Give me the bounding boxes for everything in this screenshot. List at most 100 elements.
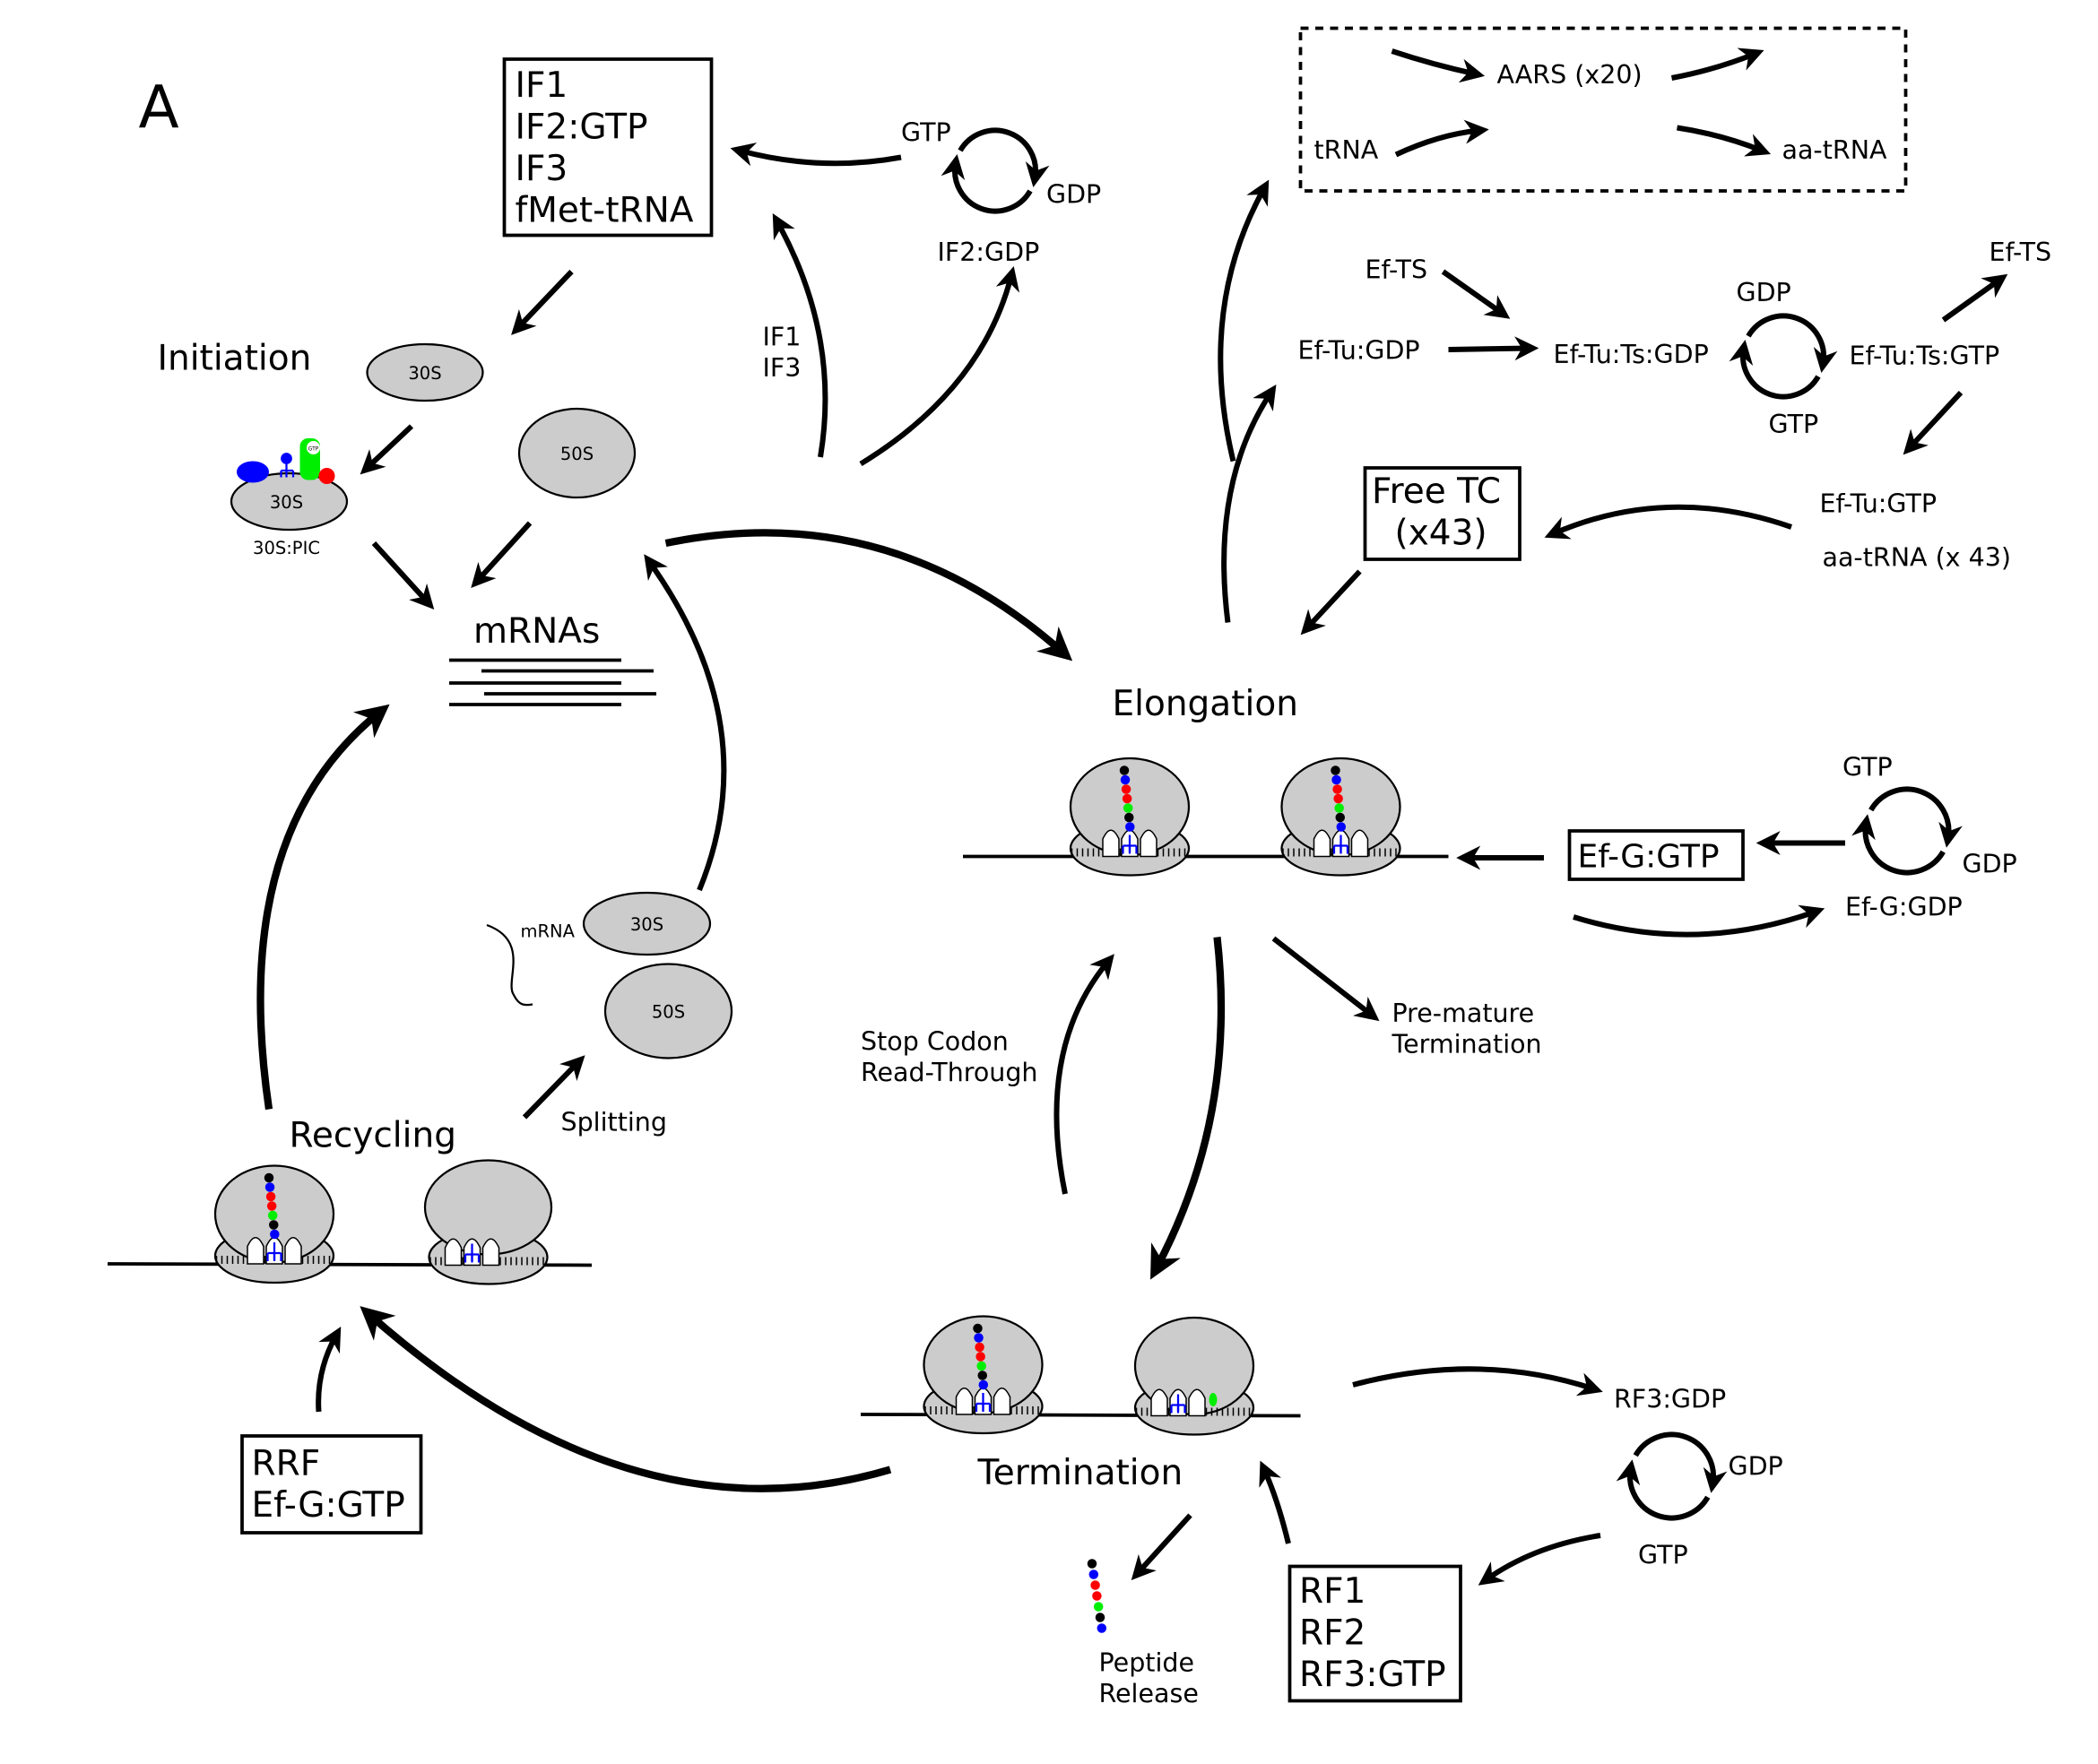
- cycle-arrows: [1616, 1431, 1728, 1521]
- amino-acid: [265, 1191, 276, 1202]
- amino-acid: [264, 1182, 275, 1192]
- termination-title: Termination: [977, 1453, 1183, 1493]
- amino-acid: [1097, 1623, 1107, 1633]
- trna-label: tRNA: [1314, 135, 1379, 165]
- arrow: [1941, 273, 2008, 323]
- amino-acid: [267, 1210, 278, 1221]
- ef-ts-out-label: Ef-TS: [1990, 238, 2052, 267]
- efg-cycle-gdp: GDP: [1963, 850, 2017, 879]
- initiation-title: Initiation: [158, 339, 312, 379]
- arrow: [1391, 48, 1486, 83]
- amino-acid: [1095, 1613, 1105, 1622]
- cycle-arc-arrow: [1633, 1431, 1728, 1493]
- splitting-label: Splitting: [561, 1108, 667, 1137]
- release-factor: RF3:GTP: [1299, 1655, 1446, 1695]
- cycle-arc-arrow: [1851, 814, 1946, 876]
- eftu-cycle-gtp: GTP: [1769, 410, 1819, 439]
- ef-ts-in-label: Ef-TS: [1365, 255, 1428, 285]
- amino-acid: [1119, 765, 1130, 775]
- subunit-30s-label: 30S: [408, 363, 441, 384]
- premature-label: Termination: [1391, 1030, 1542, 1059]
- trna-icon: [464, 1243, 481, 1263]
- trna-site: [1313, 829, 1331, 858]
- rrf-efg-label: Ef-G:GTP: [252, 1485, 405, 1526]
- rrf-label: RRF: [252, 1444, 321, 1484]
- peptide-release-label: Peptide: [1099, 1648, 1195, 1678]
- efg-cycle-gtp: GTP: [1842, 753, 1893, 783]
- pre-initiation-complex: GTP 30S: [230, 438, 349, 532]
- amino-acid: [1123, 803, 1133, 813]
- panel-label: A: [139, 74, 179, 143]
- arrow: [371, 540, 435, 610]
- initiation-factors-box: [502, 57, 714, 238]
- arrow: [1903, 390, 1964, 455]
- initiation-factor: IF2:GTP: [516, 108, 648, 148]
- aa-trna-43-label: aa-tRNA (x 43): [1823, 543, 2012, 573]
- amino-acid: [1333, 793, 1343, 804]
- ribosome: [213, 1164, 335, 1284]
- arrow: [1573, 904, 1825, 938]
- subunit-50s-label: 50S: [560, 444, 594, 464]
- arrow: [1150, 937, 1226, 1280]
- arrow: [1131, 1513, 1192, 1580]
- aars-label: AARS (x20): [1497, 60, 1643, 90]
- amino-acid: [264, 1172, 274, 1183]
- amino-acid: [1124, 812, 1134, 823]
- amino-acid: [977, 1371, 987, 1380]
- eftu-gtp-label: Ef-Tu:GTP: [1820, 489, 1938, 519]
- free-tc-label: Free TC: [1372, 471, 1501, 512]
- ribosomes-layer: [107, 757, 1449, 1436]
- amino-acid: [1093, 1602, 1104, 1612]
- arrow: [1259, 1460, 1291, 1544]
- arrow: [1218, 179, 1270, 463]
- arrow: [644, 554, 727, 892]
- fmet-trna-icon: [280, 453, 295, 478]
- split-30s: [582, 891, 712, 956]
- trna-site: [284, 1237, 302, 1265]
- if3-shape: [237, 461, 269, 483]
- cycle-arc-arrow: [1746, 313, 1838, 373]
- pic-subunit-label: 30S: [270, 492, 303, 513]
- arrow: [1670, 48, 1764, 81]
- arrow: [256, 704, 390, 1111]
- mrna-strand: [486, 923, 533, 1007]
- released-if3: IF3: [763, 353, 802, 383]
- recycling-title: Recycling: [290, 1116, 456, 1156]
- release-factor: RF1: [1299, 1571, 1365, 1612]
- trna-site: [1150, 1388, 1168, 1417]
- arrow: [316, 1327, 342, 1413]
- readthrough-label: Stop Codon: [861, 1027, 1009, 1057]
- trna-site: [955, 1388, 974, 1415]
- arrow: [1053, 954, 1114, 1195]
- trna-site: [1350, 829, 1369, 858]
- amino-acid: [1087, 1559, 1097, 1569]
- arrow: [772, 213, 828, 458]
- cycle-arrows: [1851, 786, 1963, 876]
- efg-gtp-label: Ef-G:GTP: [1578, 839, 1720, 876]
- arrow: [730, 143, 902, 167]
- free-tc-box: [1363, 466, 1521, 561]
- subunit-30s: [366, 342, 484, 402]
- eftu-gdp-label: Ef-Tu:GDP: [1298, 336, 1420, 366]
- trna-site: [247, 1237, 264, 1265]
- released-if1: IF1: [763, 323, 802, 352]
- trna-icon: [975, 1393, 992, 1412]
- amino-acid: [1334, 803, 1344, 813]
- released-peptide: [1087, 1559, 1107, 1633]
- initiation-factor: IF3: [516, 149, 568, 189]
- trna-site: [1188, 1388, 1206, 1417]
- peptide-release-label: Release: [1099, 1679, 1199, 1708]
- arrow: [1478, 1533, 1601, 1586]
- amino-acid: [270, 1229, 280, 1240]
- if2-gdp-label: IF2:GDP: [938, 238, 1040, 267]
- amino-acid: [1331, 774, 1341, 785]
- readthrough-label: Read-Through: [861, 1058, 1038, 1087]
- amino-acid: [269, 1220, 279, 1230]
- amino-acid: [1122, 793, 1132, 804]
- split-50s-label: 50S: [652, 1002, 685, 1023]
- arrow: [471, 521, 533, 588]
- amino-acid: [1335, 812, 1345, 823]
- cycle-arrows: [941, 127, 1050, 214]
- elongation-title: Elongation: [1113, 684, 1298, 724]
- arrows-layer: [256, 48, 2008, 1586]
